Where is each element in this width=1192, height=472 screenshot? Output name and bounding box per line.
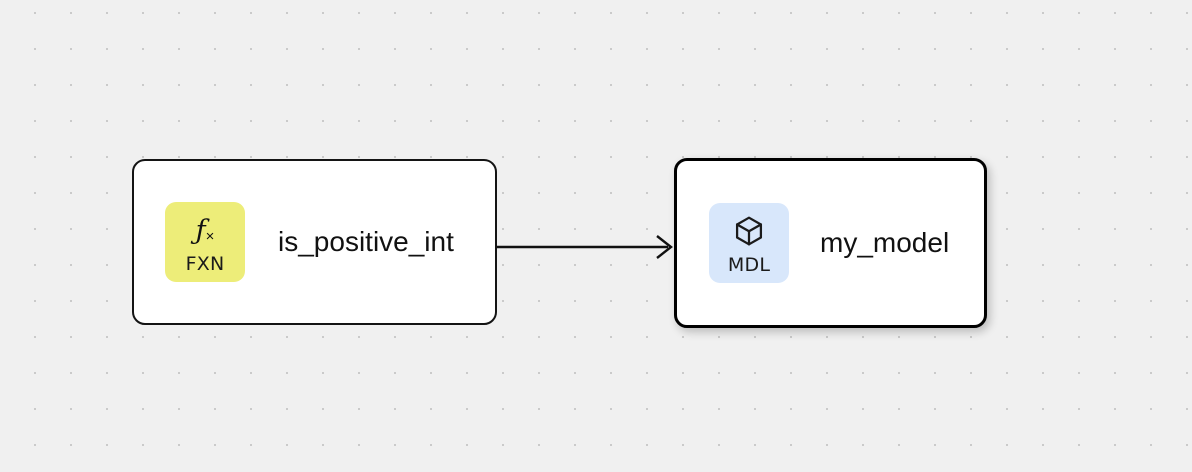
edge-arrowhead-icon bbox=[656, 235, 673, 259]
edge-fxn-to-mdl[interactable] bbox=[497, 235, 673, 259]
cube-icon bbox=[732, 211, 766, 251]
fx-glyph-sub: × bbox=[205, 227, 215, 245]
function-fx-icon: ƒ× bbox=[196, 210, 215, 250]
fx-glyph-main: ƒ bbox=[195, 214, 206, 246]
node-badge-mdl: MDL bbox=[709, 203, 789, 283]
node-my-model[interactable]: MDL my_model bbox=[674, 158, 987, 328]
node-badge-label: FXN bbox=[185, 253, 225, 275]
node-title: is_positive_int bbox=[278, 226, 454, 257]
node-badge-fxn: ƒ× FXN bbox=[165, 202, 245, 282]
node-title: my_model bbox=[820, 227, 950, 258]
node-is-positive-int[interactable]: ƒ× FXN is_positive_int bbox=[132, 159, 497, 325]
node-badge-label: MDL bbox=[727, 254, 771, 276]
